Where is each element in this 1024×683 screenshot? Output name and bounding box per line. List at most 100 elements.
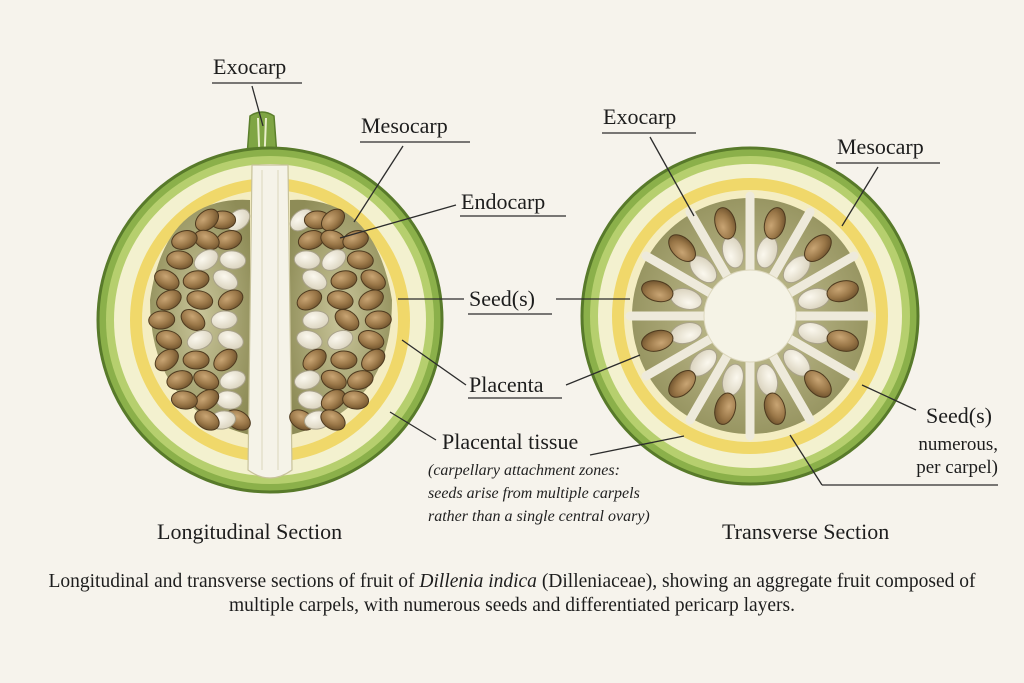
leader-mesocarp-trans xyxy=(841,166,879,227)
seed xyxy=(346,250,374,270)
seed xyxy=(302,310,330,330)
seed xyxy=(321,249,347,271)
seed xyxy=(193,249,219,271)
seed xyxy=(217,289,244,311)
seed xyxy=(166,250,194,270)
leader-placenta-long xyxy=(401,339,467,386)
seed xyxy=(156,289,182,311)
seed xyxy=(763,392,786,425)
seed xyxy=(302,348,327,372)
seed xyxy=(330,350,358,370)
seed xyxy=(293,250,321,270)
seed xyxy=(166,370,193,390)
seed xyxy=(360,269,386,291)
seed xyxy=(826,329,859,352)
longitudinal-section-title: Longitudinal Section xyxy=(157,519,343,544)
septum xyxy=(780,331,859,381)
seed xyxy=(193,369,220,391)
septum xyxy=(641,251,720,301)
caption-species: Dillenia indica xyxy=(419,571,537,592)
caption-before: Longitudinal and transverse sections of … xyxy=(48,571,420,592)
longitudinal-central-column xyxy=(247,164,293,479)
seed xyxy=(330,270,358,290)
label-mesocarp-longitudinal: Mesocarp xyxy=(361,113,448,138)
seed xyxy=(294,370,321,390)
seed xyxy=(326,290,354,310)
label-mesocarp-transverse: Mesocarp xyxy=(837,134,924,159)
label-seeds-transverse: Seed(s) xyxy=(926,403,992,428)
septum xyxy=(765,346,815,425)
leader-seeds-trans-note xyxy=(789,434,823,486)
seed xyxy=(342,390,370,410)
seed xyxy=(296,289,323,311)
placental-note-line-3: rather than a single central ovary) xyxy=(428,508,650,525)
label-placenta-longitudinal: Placenta xyxy=(469,372,544,397)
leader-placental-tissue-trans xyxy=(589,435,685,456)
seed xyxy=(182,350,210,370)
seed xyxy=(154,348,179,372)
label-seeds-longitudinal: Seed(s) xyxy=(469,286,535,311)
figure-caption: Longitudinal and transverse sections of … xyxy=(20,570,1004,618)
seed xyxy=(361,348,386,372)
seed xyxy=(213,348,238,372)
leader-exocarp-long xyxy=(251,85,264,127)
label-exocarp-transverse: Exocarp xyxy=(603,104,677,129)
seed xyxy=(804,234,832,262)
transverse-septa xyxy=(625,191,875,441)
seed xyxy=(148,310,176,330)
seed xyxy=(826,280,859,303)
longitudinal-section xyxy=(96,111,444,494)
seed xyxy=(194,208,220,232)
seed xyxy=(714,392,737,425)
leader-seeds-trans-right xyxy=(861,384,917,411)
transverse-central-axis xyxy=(703,269,797,363)
seed xyxy=(180,309,206,331)
septum xyxy=(641,331,720,381)
seeds-note-line-2: per carpel) xyxy=(916,457,998,478)
seed xyxy=(641,280,674,303)
seed xyxy=(194,389,220,411)
seed xyxy=(170,390,198,410)
septum xyxy=(780,251,859,301)
caption-after: (Dilleniaceae), showing an aggregate fru… xyxy=(228,571,976,616)
seed xyxy=(668,370,696,398)
seed xyxy=(171,230,198,250)
leader-exocarp-trans xyxy=(649,136,695,217)
seed xyxy=(154,269,180,291)
septum xyxy=(685,207,735,286)
seed xyxy=(641,329,674,352)
leader-endocarp-long xyxy=(339,204,457,239)
seed xyxy=(327,329,354,351)
placental-note-line-1: (carpellary attachment zones: xyxy=(428,462,620,479)
seed xyxy=(358,289,384,311)
leader-lines xyxy=(212,82,998,486)
leader-placental-tissue xyxy=(389,411,437,441)
seed xyxy=(186,290,214,310)
seed xyxy=(334,309,360,331)
transverse-seeds xyxy=(641,207,859,425)
placental-note-line-2: seeds arise from multiple carpels xyxy=(428,485,640,502)
seed xyxy=(364,310,392,330)
septum xyxy=(685,346,735,425)
label-placental-tissue: Placental tissue xyxy=(442,429,579,454)
seed xyxy=(320,369,347,391)
seed xyxy=(714,207,737,240)
seed xyxy=(357,330,385,350)
seed xyxy=(155,330,183,350)
seeds-note-line-1: numerous, xyxy=(918,434,998,455)
seed xyxy=(217,330,244,350)
leader-placenta-trans xyxy=(565,354,641,386)
seed xyxy=(320,208,346,232)
seed xyxy=(210,310,238,330)
seed xyxy=(763,207,786,240)
seed xyxy=(182,270,210,290)
seed xyxy=(296,330,323,350)
seed xyxy=(301,269,328,291)
label-exocarp-longitudinal: Exocarp xyxy=(213,54,287,79)
seed xyxy=(219,250,247,270)
seed xyxy=(212,269,239,291)
seed xyxy=(347,370,374,390)
longitudinal-seeds xyxy=(148,208,392,431)
seed xyxy=(194,409,220,431)
